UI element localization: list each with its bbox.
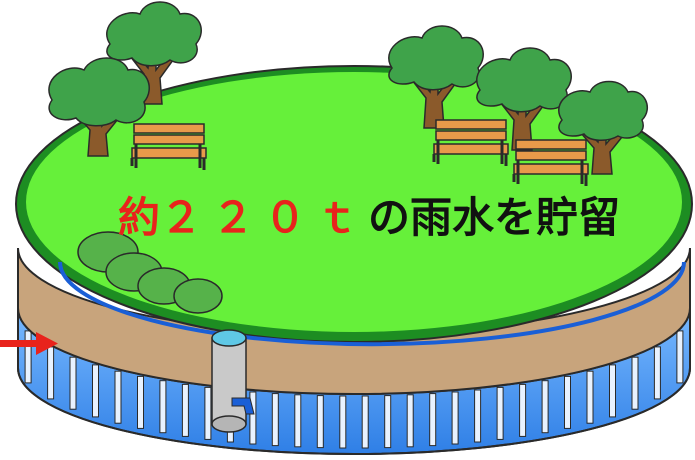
tank-column	[474, 389, 482, 443]
tank-column	[384, 395, 392, 449]
tank-column	[294, 394, 302, 448]
tank-column	[541, 380, 549, 434]
tank-column	[69, 356, 77, 410]
tank-columns	[24, 330, 684, 449]
inflow-arrow-icon	[0, 332, 58, 355]
caption-suffix: の雨水を貯留	[368, 193, 621, 242]
tank-column	[181, 383, 189, 437]
tank-column	[204, 386, 212, 440]
storage-tank	[17, 307, 691, 455]
caption-prefix: 約	[118, 193, 161, 242]
tank-column	[114, 370, 122, 424]
tank-column	[47, 346, 55, 400]
tank-column	[429, 393, 437, 447]
tank-column	[92, 364, 99, 418]
storage-caption: 約２２０ｔの雨水を貯留	[118, 186, 620, 250]
tank-column	[339, 395, 347, 449]
tank-column	[137, 375, 144, 429]
tank-column	[24, 330, 32, 384]
caption-amount: ２２０ｔ	[160, 193, 369, 242]
bench-icon	[130, 119, 589, 186]
tank-column	[586, 370, 594, 424]
tank-column	[249, 391, 257, 445]
shrub-icon	[77, 231, 223, 314]
tank-column	[564, 375, 571, 429]
manhole-pipe-icon	[211, 329, 255, 433]
tree-icon	[48, 1, 648, 175]
tank-column	[519, 383, 527, 437]
tank-column	[609, 364, 616, 418]
tank-column	[406, 394, 414, 448]
tank-column	[653, 346, 661, 400]
tank-column	[631, 356, 639, 410]
tank-column	[159, 380, 167, 434]
tank-column	[271, 393, 279, 447]
tank-column	[496, 386, 504, 440]
tank-column	[676, 330, 684, 384]
tank-column	[316, 395, 324, 449]
tank-column	[361, 395, 369, 449]
tank-column	[451, 391, 459, 445]
